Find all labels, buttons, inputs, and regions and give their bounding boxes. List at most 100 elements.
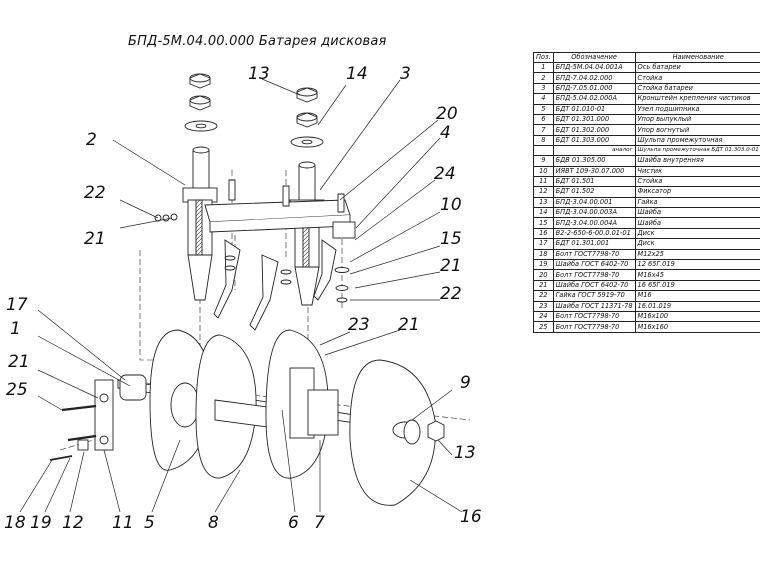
cell-pos: 16: [533, 227, 554, 240]
callout-7: 7: [314, 513, 325, 533]
cell-designation: БДТ 01.303.000: [552, 134, 636, 147]
callout-2: 2: [86, 130, 97, 150]
cell-designation: БПД-3.04.00.003А: [552, 207, 636, 219]
cell-pos: 6: [533, 113, 554, 126]
cell-name: М16х45: [634, 269, 760, 281]
cell-name: Шайба внутренняя: [634, 155, 760, 167]
cell-designation: Шайба ГОСТ 6402-70: [552, 259, 636, 271]
callout-19: 19: [30, 513, 52, 533]
callout-21: 21: [440, 256, 462, 276]
cell-pos: 12: [533, 186, 554, 198]
bolts-20: [228, 179, 345, 213]
cell-name: Упор выпуклый: [634, 113, 760, 126]
callout-5: 5: [144, 513, 155, 533]
cell-designation: БДТ 01.501: [552, 175, 636, 188]
disc-16: [349, 359, 436, 506]
cell-pos: 23: [533, 300, 554, 313]
cell-pos: 15: [533, 217, 554, 229]
cell-designation: Шайба ГОСТ 6402-70: [552, 279, 636, 292]
callout-24: 24: [434, 164, 456, 184]
cell-designation: БДТ 01.010-01: [552, 103, 636, 115]
right-post-fasteners: [290, 87, 324, 148]
cell-name: Гайка: [634, 196, 760, 209]
cell-designation: аналог: [552, 145, 636, 157]
callout-15: 15: [440, 229, 462, 249]
cell-designation: Гайка ГОСТ 5919-70: [552, 290, 636, 302]
cell-name: М16х100: [634, 310, 760, 323]
cell-pos: [533, 145, 554, 157]
cell-name: Фиксатор: [634, 186, 760, 198]
spec-header-row: Поз. Обозначение Наименование: [533, 52, 760, 63]
cell-designation: БДТ 01.502: [552, 186, 636, 198]
left-post: [182, 146, 218, 301]
cell-designation: БПД-3.04.00.004А: [552, 217, 636, 229]
cell-name: Ось батареи: [634, 61, 760, 74]
drawing-title: БПД-5М.04.00.000 Батарея дисковая: [128, 34, 387, 49]
cell-pos: 10: [533, 165, 554, 177]
cell-pos: 18: [533, 248, 554, 261]
cell-name: Шульпа промежуточная БДТ 01.303.0-01: [634, 145, 760, 157]
cell-pos: 11: [533, 175, 554, 188]
cell-name: 12 65Г.019: [634, 259, 760, 271]
callout-13: 13: [248, 64, 270, 84]
cell-pos: 9: [533, 155, 554, 167]
cell-designation: БДВ 01.305.00: [552, 155, 636, 167]
cell-pos: 25: [533, 321, 554, 333]
cell-designation: БПД-3.04.00.001: [552, 196, 636, 209]
cell-pos: 14: [533, 207, 554, 219]
cell-pos: 8: [533, 134, 554, 147]
callout-21: 21: [8, 352, 30, 372]
cell-designation: БПД-7.04.02.000: [552, 72, 636, 84]
cell-name: М16х160: [634, 321, 760, 333]
cell-name: Узел подшипника: [634, 103, 760, 115]
cell-name: Диск: [634, 238, 760, 250]
cell-pos: 1: [533, 61, 554, 74]
cell-designation: В2-2-650-6-00.0.01-01: [552, 227, 636, 240]
callout-1: 1: [10, 319, 21, 339]
header-name: Наименование: [634, 52, 760, 63]
left-post-fasteners: [184, 73, 218, 132]
cell-pos: 17: [533, 238, 554, 250]
cell-designation: БПД-5М.04.04.001А: [552, 61, 636, 74]
leader-lines: [19, 78, 463, 513]
cell-name: Шульпа промежуточная: [634, 134, 760, 147]
exploded-view-drawing: 13 14 3 20 2 4 22 24 10 21 15 21 22 17 1…: [4, 64, 482, 533]
cell-name: Шайба: [634, 217, 760, 229]
callout-labels: 13 14 3 20 2 4 22 24 10 21 15 21 22 17 1…: [4, 64, 482, 533]
cell-name: Упор вогнутый: [634, 124, 760, 136]
cell-designation: Болт ГОСТ7798-70: [552, 310, 636, 323]
cell-pos: 19: [533, 259, 554, 271]
bearing-unit: [94, 367, 339, 451]
cell-designation: БДТ 01.301.000: [552, 113, 636, 126]
cell-pos: 13: [533, 196, 554, 209]
cell-designation: БПД-7.05.01.000: [552, 82, 636, 95]
cell-designation: БДТ 01.302.000: [552, 124, 636, 136]
header-designation: Обозначение: [552, 52, 636, 63]
callout-9: 9: [460, 373, 471, 393]
cell-pos: 20: [533, 269, 554, 281]
cell-name: М16: [634, 290, 760, 302]
callout-8: 8: [208, 513, 219, 533]
callout-3: 3: [400, 64, 411, 84]
callout-14: 14: [346, 64, 368, 84]
cell-pos: 22: [533, 290, 554, 302]
frame-beam: [204, 199, 356, 239]
cell-designation: Болт ГОСТ7798-70: [552, 269, 636, 281]
cell-name: Кронштейн крепления чистиков: [634, 93, 760, 105]
callout-25: 25: [6, 380, 28, 400]
